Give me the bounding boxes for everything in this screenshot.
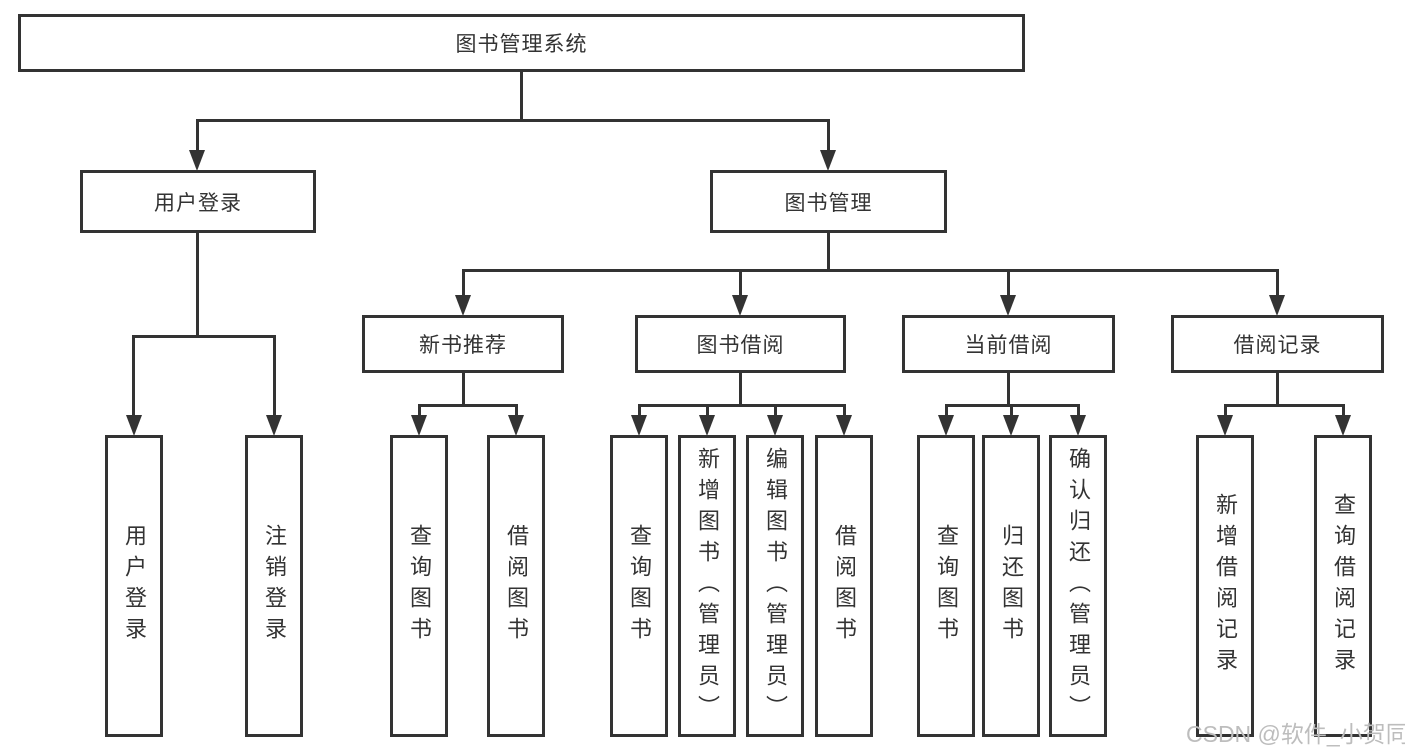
node-label: 注销登录 xyxy=(262,524,287,648)
node-leaf-borrow-books-borrowing: 借阅图书 xyxy=(815,435,873,737)
node-leaf-user-login: 用户登录 xyxy=(105,435,163,737)
node-label: 归还图书 xyxy=(999,524,1024,648)
node-leaf-logout: 注销登录 xyxy=(245,435,303,737)
arrow-down-icon xyxy=(836,415,852,436)
connector-line xyxy=(827,233,830,272)
connector-line xyxy=(1276,373,1279,407)
connector-line xyxy=(132,335,276,338)
csdn-watermark: CSDN @软件_小贺同学 xyxy=(1186,721,1405,747)
arrow-down-icon xyxy=(455,295,471,316)
node-label: 新增图书（管理员） xyxy=(695,446,720,726)
arrow-down-icon xyxy=(1003,415,1019,436)
connector-line xyxy=(418,404,421,418)
arrow-down-icon xyxy=(189,150,205,171)
connector-line xyxy=(945,404,948,418)
node-leaf-add-borrow-record: 新增借阅记录 xyxy=(1196,435,1254,737)
connector-line xyxy=(196,119,199,153)
arrow-down-icon xyxy=(631,415,647,436)
node-label: 确认归还（管理员） xyxy=(1066,446,1091,726)
node-label: 查询图书 xyxy=(627,524,652,648)
node-label: 新增借阅记录 xyxy=(1213,493,1238,679)
connector-line xyxy=(739,269,742,297)
node-label: 编辑图书（管理员） xyxy=(763,446,788,726)
connector-line xyxy=(827,119,830,153)
arrow-down-icon xyxy=(1269,295,1285,316)
connector-line xyxy=(273,335,276,417)
connector-line xyxy=(462,269,465,297)
node-label: 当前借阅 xyxy=(964,334,1053,357)
node-label: 查询借阅记录 xyxy=(1331,493,1356,679)
arrow-down-icon xyxy=(820,150,836,171)
connector-line xyxy=(1007,373,1010,407)
connector-line xyxy=(843,404,846,418)
connector-line xyxy=(462,373,465,407)
node-label: 图书管理系统 xyxy=(455,33,588,56)
node-leaf-query-books-current: 查询图书 xyxy=(917,435,975,737)
arrow-down-icon xyxy=(1335,415,1351,436)
node-label: 查询图书 xyxy=(934,524,959,648)
node-leaf-query-books-recommend: 查询图书 xyxy=(390,435,448,737)
connector-line xyxy=(1077,404,1080,418)
connector-line xyxy=(1007,269,1010,297)
connector-line xyxy=(132,335,135,417)
node-label: 新书推荐 xyxy=(419,334,507,357)
connector-line xyxy=(520,72,523,122)
node-label: 借阅图书 xyxy=(832,524,857,648)
connector-line xyxy=(638,404,846,407)
connector-line xyxy=(515,404,518,418)
arrow-down-icon xyxy=(126,415,142,436)
node-root: 图书管理系统 xyxy=(18,14,1025,72)
connector-line xyxy=(638,404,641,418)
arrow-down-icon xyxy=(699,415,715,436)
arrow-down-icon xyxy=(732,295,748,316)
node-leaf-add-books-admin: 新增图书（管理员） xyxy=(678,435,736,737)
arrow-down-icon xyxy=(1217,415,1233,436)
arrow-down-icon xyxy=(411,415,427,436)
arrow-down-icon xyxy=(266,415,282,436)
connector-line xyxy=(418,404,518,407)
connector-line xyxy=(196,233,199,338)
node-label: 查询图书 xyxy=(407,524,432,648)
node-book-management: 图书管理 xyxy=(710,170,947,233)
connector-line xyxy=(462,269,1279,272)
node-user-login: 用户登录 xyxy=(80,170,316,233)
node-new-book-recommend: 新书推荐 xyxy=(362,315,564,373)
connector-line xyxy=(1276,269,1279,297)
node-label: 图书管理 xyxy=(784,191,873,215)
node-borrowing-records: 借阅记录 xyxy=(1171,315,1384,373)
node-current-borrowing: 当前借阅 xyxy=(902,315,1115,373)
node-label: 图书借阅 xyxy=(696,334,785,357)
connector-line xyxy=(1224,404,1227,418)
node-leaf-query-books-borrowing: 查询图书 xyxy=(610,435,668,737)
node-book-borrowing: 图书借阅 xyxy=(635,315,846,373)
arrow-down-icon xyxy=(1070,415,1086,436)
node-leaf-query-borrow-record: 查询借阅记录 xyxy=(1314,435,1372,737)
arrow-down-icon xyxy=(767,415,783,436)
connector-line xyxy=(774,404,777,418)
connector-line xyxy=(1342,404,1345,418)
node-label: 用户登录 xyxy=(122,524,147,648)
connector-line xyxy=(739,373,742,407)
arrow-down-icon xyxy=(508,415,524,436)
node-leaf-borrow-books-recommend: 借阅图书 xyxy=(487,435,545,737)
node-leaf-return-books: 归还图书 xyxy=(982,435,1040,737)
connector-line xyxy=(706,404,709,418)
node-label: 借阅图书 xyxy=(504,524,529,648)
arrow-down-icon xyxy=(938,415,954,436)
node-leaf-edit-books-admin: 编辑图书（管理员） xyxy=(746,435,804,737)
connector-line xyxy=(1224,404,1345,407)
node-label: 借阅记录 xyxy=(1233,334,1322,357)
arrow-down-icon xyxy=(1000,295,1016,316)
connector-line xyxy=(1010,404,1013,418)
connector-line xyxy=(196,119,830,122)
node-label: 用户登录 xyxy=(154,191,242,215)
node-leaf-confirm-return-admin: 确认归还（管理员） xyxy=(1049,435,1107,737)
